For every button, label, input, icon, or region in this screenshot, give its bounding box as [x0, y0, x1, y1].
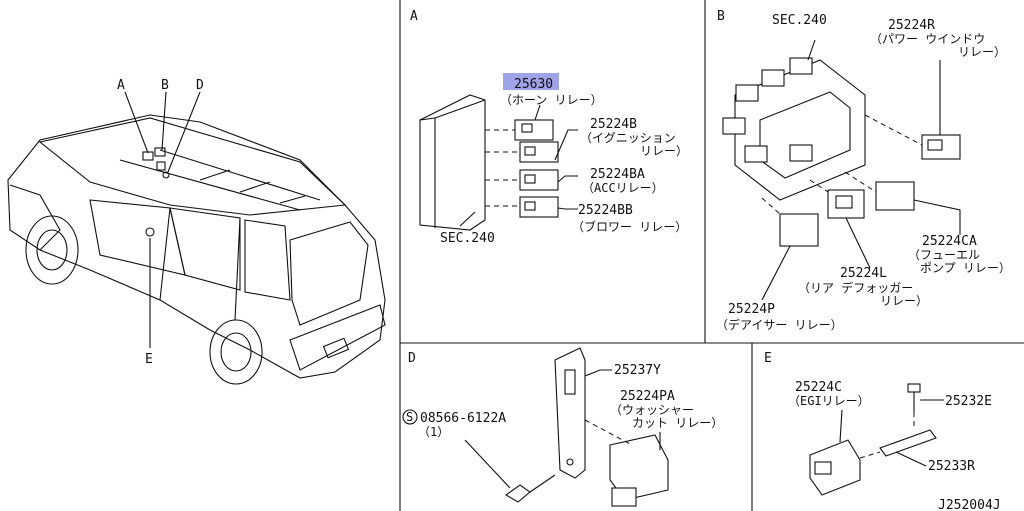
part-25224pa-code[interactable]: 25224PA: [620, 389, 675, 404]
part-25224pa-name: （ウォッシャー: [610, 403, 694, 417]
part-25233r-code[interactable]: 25233R: [928, 459, 975, 474]
part-25224b-name2: リレー）: [640, 144, 688, 158]
part-25224r-name: （パワー ウインドウ: [870, 32, 985, 46]
panel-d: D 25237Y 25224PA （ウォッシャー カット リレー） S 0856…: [402, 347, 723, 507]
relay-stack: [514, 119, 559, 218]
callout-b: B: [161, 78, 169, 93]
panel-e: E 25224C （EGIリレー） 25232E 25233R: [764, 351, 992, 496]
part-25224b-name: （イグニッション: [580, 131, 676, 145]
part-25224c-code[interactable]: 25224C: [795, 380, 842, 395]
callout-d: D: [196, 78, 204, 93]
part-25224c-name: （EGIリレー）: [788, 394, 870, 408]
part-25224r-code[interactable]: 25224R: [888, 18, 935, 33]
vehicle-overview: A B D E: [7, 78, 386, 385]
part-25224p-name: （デアイサー リレー）: [716, 317, 843, 332]
part-25224ca-name2: ポンプ リレー）: [920, 261, 1011, 275]
panel-a-letter: A: [410, 9, 418, 24]
part-25224ba-code[interactable]: 25224BA: [590, 167, 645, 182]
part-25224r-name2: リレー）: [958, 45, 1006, 59]
part-25224b-code[interactable]: 25224B: [590, 117, 637, 132]
screw-symbol-icon: [402, 409, 418, 425]
panel-b-letter: B: [717, 9, 725, 24]
part-25630-code[interactable]: 25630: [514, 77, 553, 92]
panel-a: A 25630 （ホーン リレー） 25224B （イグニッション: [410, 9, 688, 246]
diagram-reference-code: J252004J: [938, 498, 1001, 511]
panel-borders: [399, 0, 1024, 511]
panel-d-letter: D: [408, 351, 416, 366]
panel-a-sec-ref[interactable]: SEC.240: [440, 231, 495, 246]
part-25224p-code[interactable]: 25224P: [728, 302, 775, 317]
part-25224l-name: （リア デフォッガー: [798, 280, 913, 295]
callout-e: E: [145, 352, 153, 367]
highlight-25630: [503, 73, 559, 90]
part-08566-qty: （1）: [418, 425, 449, 439]
part-25224bb-code[interactable]: 25224BB: [578, 203, 633, 218]
part-08566-prefix: S: [406, 410, 413, 424]
part-25232e-code[interactable]: 25232E: [945, 394, 992, 409]
part-25224l-name2: リレー）: [880, 294, 928, 308]
part-25237y-code[interactable]: 25237Y: [614, 363, 661, 378]
panel-b: B SEC.240 25224R （パワー ウインドウ リレー） 25224: [716, 9, 1011, 332]
part-25224pa-name2: カット リレー）: [632, 416, 723, 430]
panel-e-letter: E: [764, 351, 772, 366]
panel-b-sec-ref[interactable]: SEC.240: [772, 13, 827, 28]
part-25224ca-name: （フューエル: [908, 248, 980, 262]
callout-a: A: [117, 78, 125, 93]
part-25224l-code[interactable]: 25224L: [840, 266, 887, 281]
part-08566-code[interactable]: 08566-6122A: [420, 411, 506, 426]
part-25224bb-name: （ブロワー リレー）: [572, 219, 687, 234]
part-25224ba-name: （ACCリレー）: [582, 181, 664, 195]
part-25630-name: （ホーン リレー）: [500, 93, 603, 107]
part-25224ca-code[interactable]: 25224CA: [922, 234, 977, 249]
